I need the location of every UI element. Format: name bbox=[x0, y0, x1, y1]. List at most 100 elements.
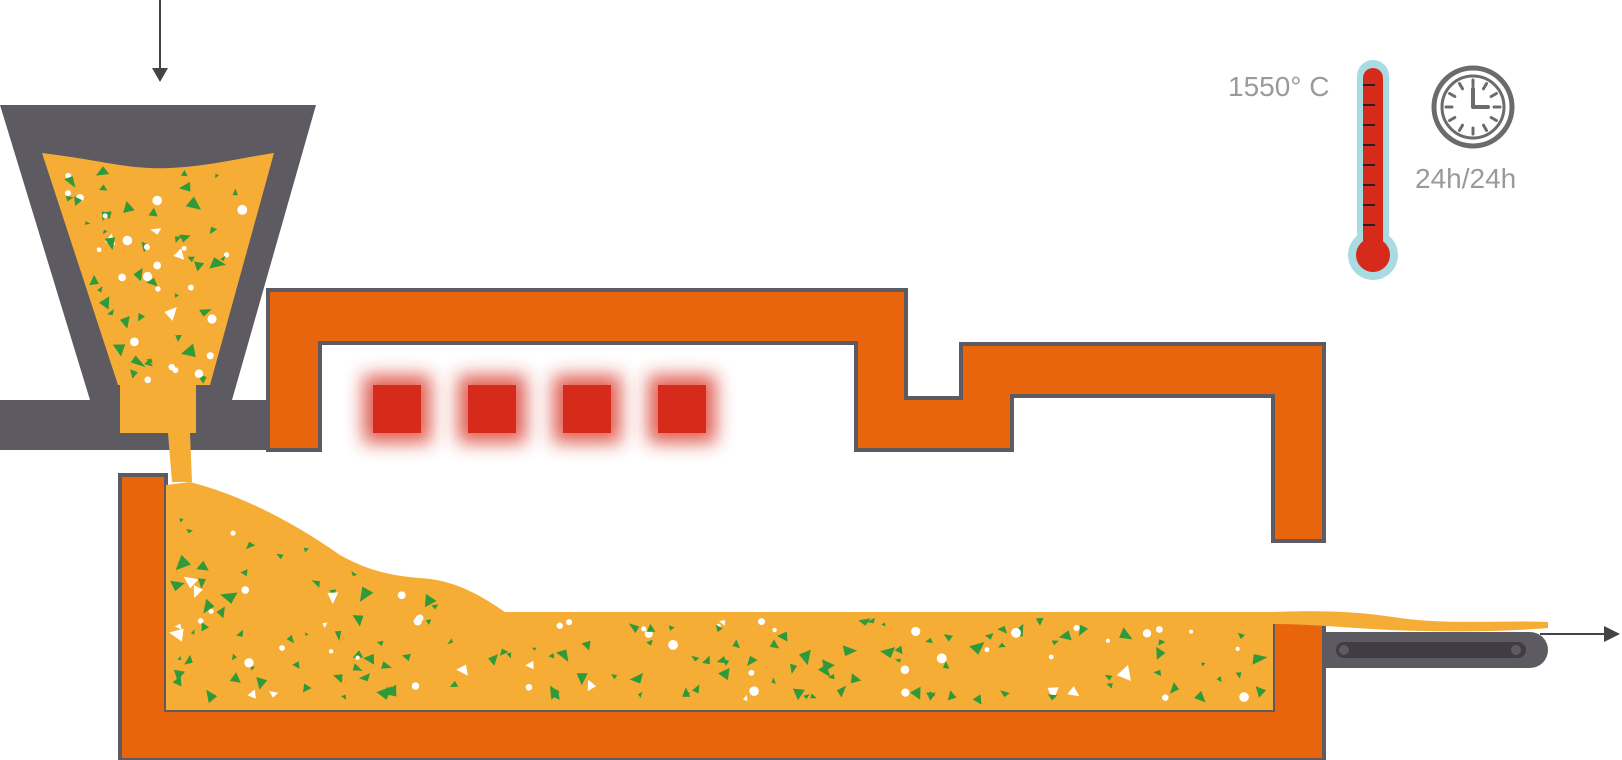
batch-stream bbox=[168, 433, 192, 482]
green-cullet-shard bbox=[646, 639, 653, 646]
green-cullet-shard bbox=[174, 236, 182, 243]
heater-icon bbox=[553, 375, 621, 443]
green-cullet-shard bbox=[327, 592, 339, 605]
green-cullet-shard bbox=[133, 267, 143, 282]
white-cullet-dot bbox=[172, 367, 179, 374]
green-cullet-shard bbox=[798, 649, 811, 666]
green-cullet-shard bbox=[1169, 682, 1180, 694]
green-cullet-shard bbox=[828, 673, 835, 680]
green-cullet-shard bbox=[401, 653, 411, 662]
green-cullet-shard bbox=[909, 686, 921, 700]
green-cullet-shard bbox=[184, 654, 193, 665]
green-cullet-shard bbox=[303, 683, 312, 693]
green-cullet-shard bbox=[1047, 694, 1058, 701]
green-cullet-shard bbox=[646, 623, 656, 632]
green-cullet-shard bbox=[776, 631, 788, 642]
green-cullet-shard bbox=[668, 625, 675, 631]
green-cullet-shard bbox=[146, 277, 158, 287]
green-cullet-shard bbox=[130, 355, 146, 368]
green-cullet-shard bbox=[587, 679, 597, 691]
green-cullet-shard bbox=[425, 619, 432, 625]
green-cullet-shard bbox=[803, 694, 810, 700]
white-cullet-dot bbox=[197, 618, 204, 624]
white-cullet-dot bbox=[144, 376, 151, 384]
molten-glass bbox=[166, 482, 1273, 710]
white-cullet-dot bbox=[118, 273, 126, 282]
green-cullet-shard bbox=[525, 660, 534, 670]
white-cullet-dot bbox=[1011, 627, 1021, 638]
green-cullet-shard bbox=[322, 622, 328, 628]
green-cullet-shard bbox=[947, 690, 957, 701]
green-cullet-shard bbox=[179, 234, 191, 243]
green-cullet-shard bbox=[550, 689, 560, 700]
green-cullet-shard bbox=[236, 629, 244, 637]
operation-time-label: 24h/24h bbox=[1415, 163, 1516, 194]
white-cullet-dot bbox=[143, 243, 151, 251]
green-cullet-shard bbox=[104, 237, 116, 251]
green-cullet-shard bbox=[181, 169, 188, 177]
green-cullet-shard bbox=[969, 642, 985, 655]
green-cullet-shard bbox=[181, 343, 196, 358]
green-cullet-shard bbox=[1119, 627, 1133, 640]
white-cullet-dot bbox=[772, 627, 777, 633]
green-cullet-shard bbox=[359, 586, 374, 602]
green-cullet-shard bbox=[998, 642, 1006, 648]
cullet-particles bbox=[64, 166, 1268, 705]
green-cullet-shard bbox=[1104, 674, 1113, 681]
green-cullet-shard bbox=[174, 623, 182, 630]
green-cullet-shard bbox=[229, 672, 241, 683]
green-cullet-shard bbox=[449, 680, 459, 687]
green-cullet-shard bbox=[209, 226, 218, 235]
green-cullet-shard bbox=[358, 673, 370, 682]
white-cullet-dot bbox=[644, 629, 653, 638]
green-cullet-shard bbox=[1153, 669, 1162, 677]
green-cullet-shard bbox=[65, 195, 74, 202]
green-cullet-shard bbox=[1067, 686, 1080, 697]
white-cullet-dot bbox=[1048, 654, 1054, 660]
green-cullet-shard bbox=[240, 569, 248, 577]
green-cullet-shard bbox=[305, 632, 309, 636]
white-cullet-dot bbox=[1073, 624, 1080, 632]
green-cullet-shard bbox=[456, 664, 468, 676]
green-cullet-shard bbox=[178, 181, 191, 192]
white-cullet-dot bbox=[411, 682, 420, 690]
green-cullet-shard bbox=[1158, 639, 1166, 646]
green-cullet-shard bbox=[1252, 654, 1268, 665]
green-cullet-shard bbox=[942, 661, 950, 669]
green-cullet-shard bbox=[187, 256, 195, 263]
white-cullet-dot bbox=[96, 247, 102, 253]
green-cullet-shard bbox=[201, 622, 210, 632]
white-cullet-dot bbox=[129, 337, 139, 347]
white-cullet-dot bbox=[279, 645, 285, 651]
white-cullet-dot bbox=[415, 614, 424, 622]
green-cullet-shard bbox=[1255, 686, 1267, 698]
white-cullet-dot bbox=[1155, 626, 1163, 633]
green-cullet-shard bbox=[1058, 630, 1072, 641]
green-cullet-shard bbox=[144, 359, 153, 367]
white-cullet-dot bbox=[355, 655, 360, 660]
green-cullet-shard bbox=[743, 694, 748, 701]
green-cullet-shard bbox=[867, 617, 875, 624]
white-cullet-dot bbox=[241, 586, 250, 594]
green-cullet-shard bbox=[381, 661, 392, 669]
green-cullet-shard bbox=[997, 625, 1008, 634]
green-cullet-shard bbox=[925, 637, 933, 644]
green-cullet-shard bbox=[199, 309, 212, 317]
green-cullet-shard bbox=[150, 228, 162, 235]
green-cullet-shard bbox=[190, 629, 195, 635]
green-cullet-shard bbox=[175, 554, 191, 571]
green-cullet-shard bbox=[107, 308, 114, 316]
green-cullet-shard bbox=[943, 634, 954, 642]
green-cullet-shard bbox=[581, 640, 591, 651]
white-cullet-dot bbox=[1162, 694, 1169, 701]
green-cullet-shard bbox=[89, 274, 99, 286]
green-cullet-shard bbox=[64, 176, 76, 188]
green-cullet-shard bbox=[209, 257, 226, 269]
green-cullet-shard bbox=[376, 686, 393, 700]
green-cullet-shard bbox=[303, 547, 309, 553]
green-cullet-shard bbox=[818, 664, 831, 678]
green-cullet-shard bbox=[148, 207, 158, 217]
white-cullet-dot bbox=[142, 271, 153, 282]
green-cullet-shard bbox=[193, 585, 203, 598]
